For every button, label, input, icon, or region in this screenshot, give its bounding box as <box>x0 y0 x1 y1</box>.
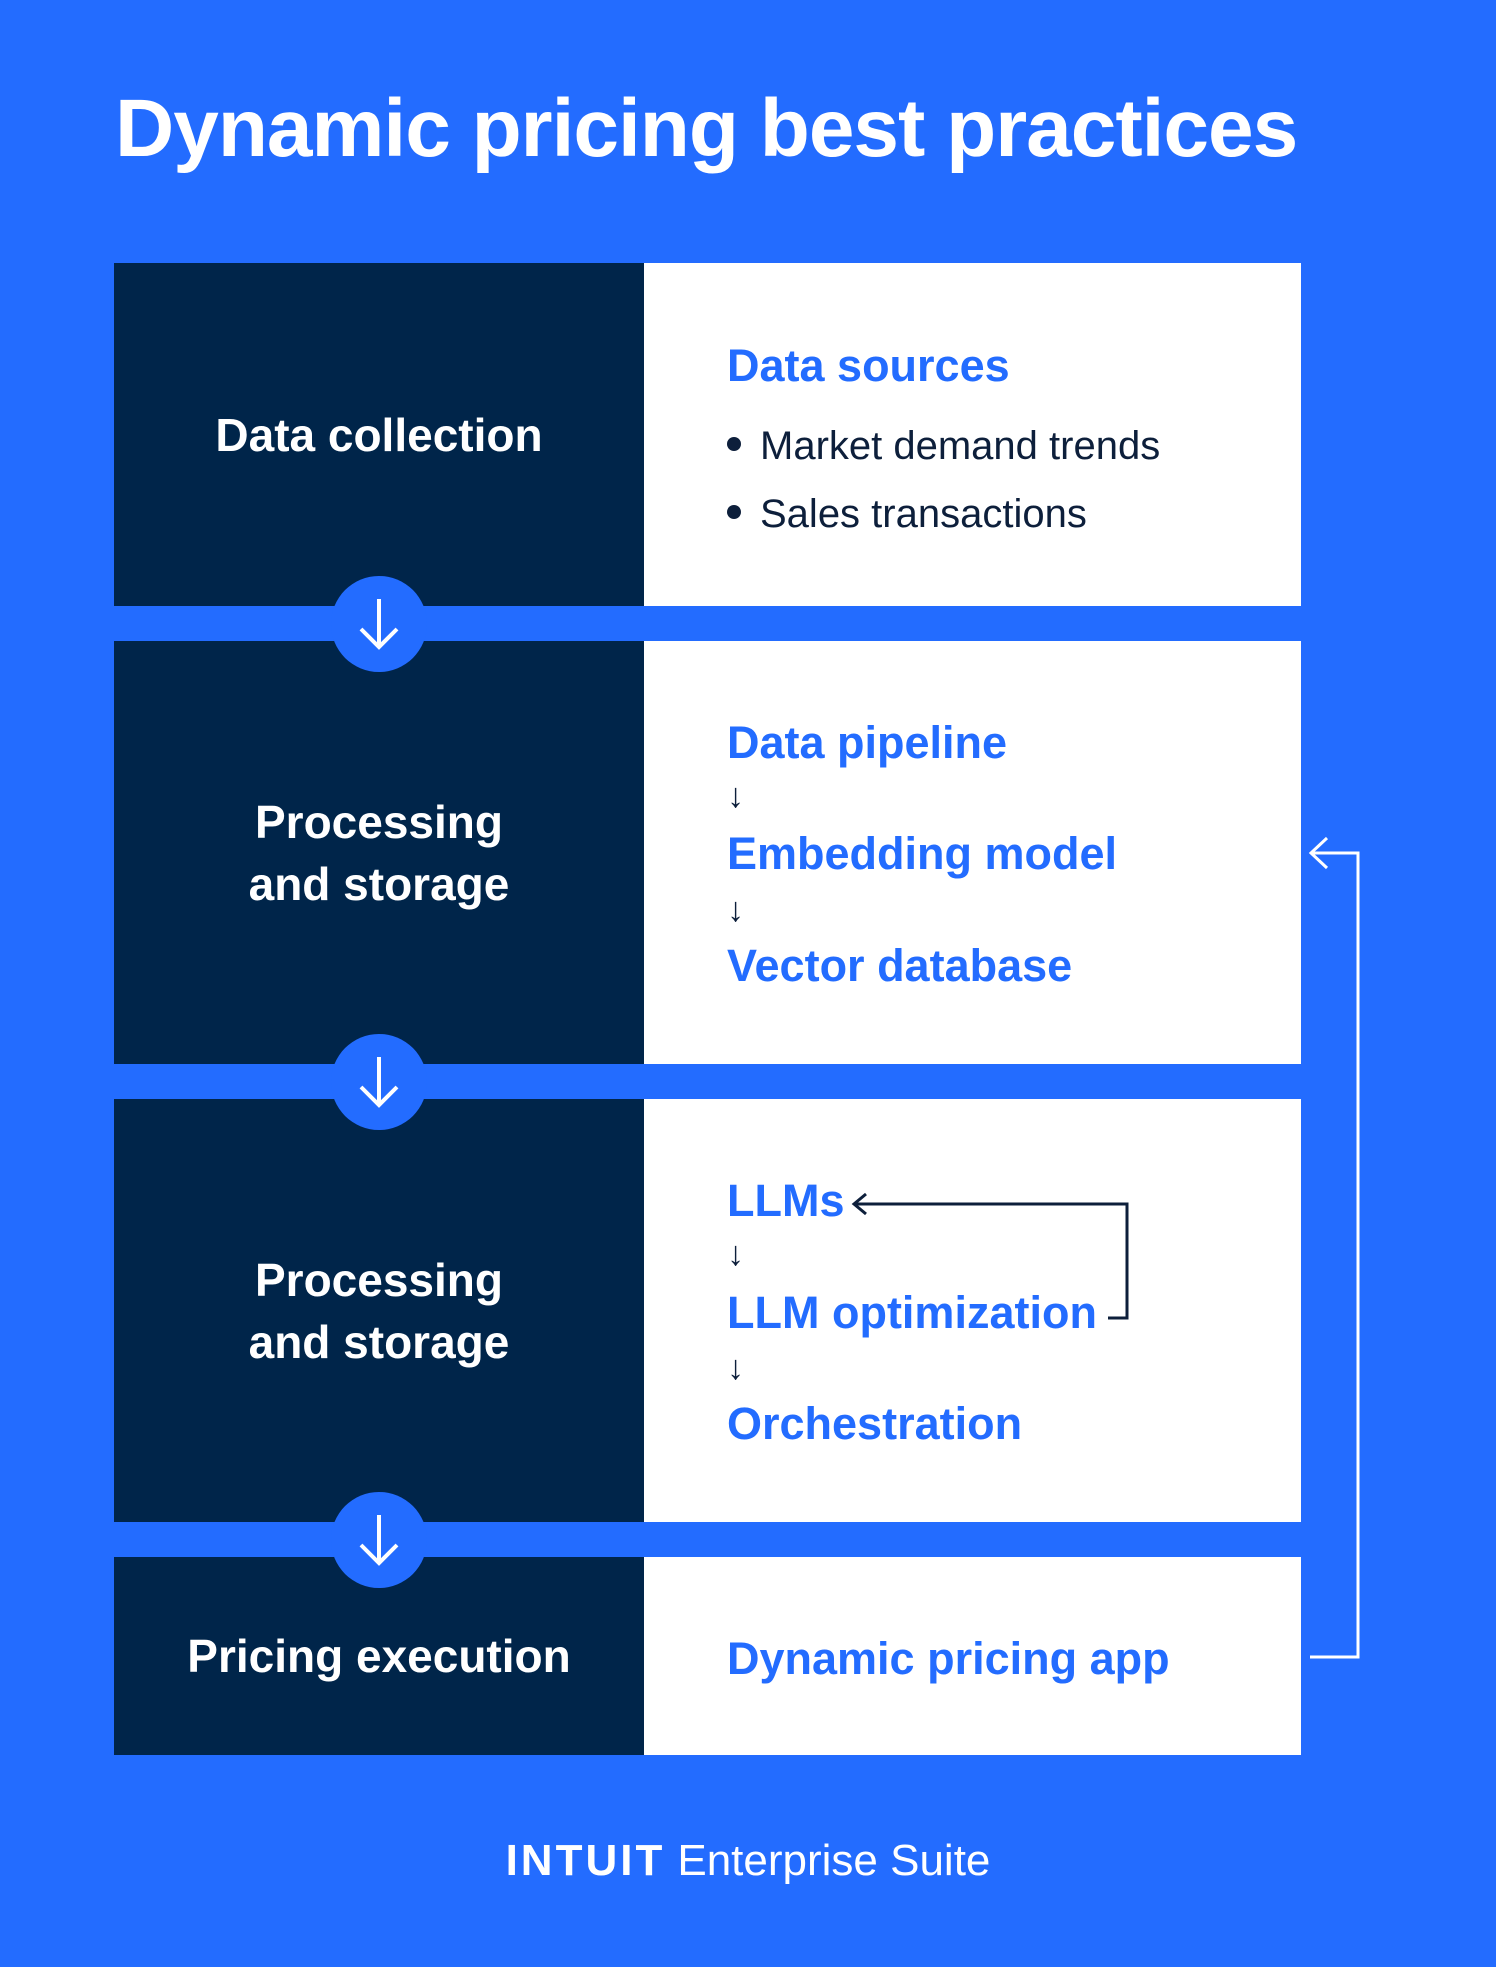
stage-label-panel: Data collection <box>114 263 644 606</box>
stage-processing-storage-1: Processing and storage <box>114 641 1301 1064</box>
bullet-item: Sales transactions <box>727 494 1087 534</box>
stage-processing-storage-2: Processing and storage <box>114 1099 1301 1522</box>
intuit-brand: INTUIT <box>505 1836 666 1885</box>
step-label: Embedding model <box>727 828 1118 879</box>
stage-label: Pricing execution <box>187 1630 571 1682</box>
stage-label: Processing and storage <box>248 795 510 910</box>
bullet-dot <box>727 505 741 520</box>
down-arrow-icon <box>359 599 399 650</box>
step-label: Vector database <box>727 940 1073 991</box>
product-name: Enterprise Suite <box>677 1836 991 1885</box>
connector-circle <box>331 1492 427 1588</box>
step-label: Data pipeline <box>727 717 1008 768</box>
bullet-dot <box>727 437 741 452</box>
connector-circle <box>331 1034 427 1130</box>
data-sources-heading: Data sources <box>727 340 1010 391</box>
stage-label-panel: Pricing execution <box>114 1557 644 1755</box>
down-arrow-icon <box>359 1057 399 1108</box>
step-label: LLMs <box>727 1175 845 1226</box>
llm-loop-arrowhead <box>851 1192 867 1216</box>
stage-detail-panel <box>644 641 1301 1064</box>
stage-detail-panel <box>644 1099 1301 1522</box>
bullet-item: Market demand trends <box>727 426 1160 466</box>
stage-label-panel: Processing and storage <box>114 641 644 1064</box>
stage-label: Data collection <box>215 408 543 461</box>
pricing-app-heading: Dynamic pricing app <box>727 1633 1170 1684</box>
stage-pricing-execution: Pricing execution <box>114 1557 1301 1755</box>
stage-label-panel: Processing and storage <box>114 1099 644 1522</box>
down-arrow-icon: ↓ <box>727 891 744 929</box>
down-arrow-icon: ↓ <box>727 1235 744 1273</box>
step-label: Orchestration <box>727 1398 1023 1449</box>
page-title: Dynamic pricing best practices <box>115 83 1298 174</box>
outer-loop-arrowhead <box>1308 836 1329 870</box>
stage-data-collection: Data collection <box>114 263 1301 606</box>
down-arrow-icon: ↓ <box>727 777 744 815</box>
stage-detail-panel <box>644 263 1301 606</box>
down-arrow-icon: ↓ <box>727 1349 744 1387</box>
llm-loop-arrow <box>856 1202 1129 1320</box>
down-arrow-icon <box>359 1515 399 1566</box>
step-label: LLM optimization <box>727 1287 1097 1338</box>
stage-detail-panel <box>644 1557 1301 1755</box>
outer-loop-arrow <box>1310 851 1360 1659</box>
connector-circle <box>331 576 427 672</box>
stage-label: Processing and storage <box>248 1253 510 1368</box>
